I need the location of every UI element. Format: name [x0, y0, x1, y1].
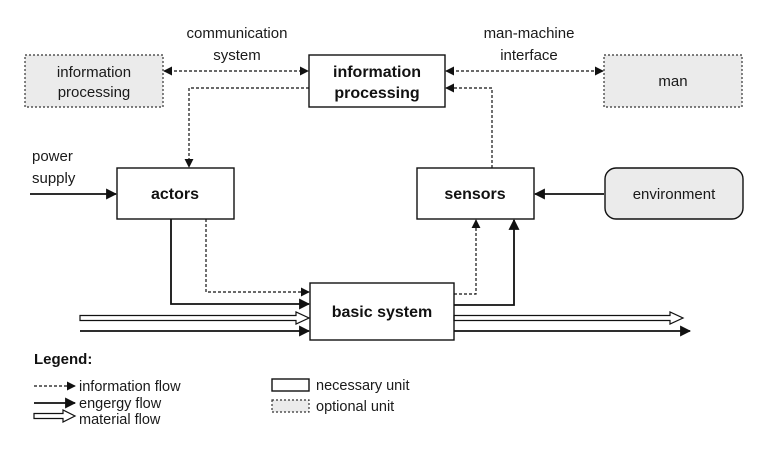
man-machine-interface-label-line2: interface [500, 47, 558, 64]
man-box: man [603, 54, 743, 108]
environment-box: environment [604, 167, 744, 220]
legend-energy-flow-label: engergy flow [79, 396, 162, 412]
info-processing-optional-line1: information [57, 64, 131, 81]
legend-material-flow-label: material flow [79, 412, 161, 428]
communication-system-label-line2: system [213, 47, 261, 64]
energy-flow-basic-system-to-sensors [454, 218, 520, 306]
communication-system-label-line1: communication [187, 25, 288, 42]
legend-optional-unit-symbol [271, 399, 310, 413]
info-flow-to-actors [184, 87, 309, 168]
legend-information-flow-label: information flow [79, 379, 181, 395]
info-processing-optional-line2: processing [58, 84, 131, 101]
basic-system-label: basic system [332, 304, 433, 321]
sensors-box: sensors [416, 167, 535, 220]
info-flow-basic-system-to-sensors [454, 219, 481, 295]
info-flow-sensors-to-processing [445, 83, 493, 168]
info-processing-main-line1: information [333, 64, 421, 81]
basic-system-box: basic system [309, 282, 455, 341]
environment-label: environment [633, 186, 716, 203]
info-processing-optional-box: information processing [24, 54, 164, 108]
actors-box: actors [116, 167, 235, 220]
legend-necessary-unit-label: necessary unit [316, 378, 410, 394]
power-supply-label-line1: power [32, 148, 73, 165]
actors-label: actors [151, 186, 199, 203]
power-supply-label-line2: supply [32, 170, 76, 187]
legend-material-flow-symbol [33, 409, 77, 423]
legend-title: Legend: [34, 351, 92, 368]
material-flow-out-of-basic-system [453, 311, 685, 325]
legend-optional-unit-label: optional unit [316, 399, 394, 415]
energy-flow-actors-to-basic-system [170, 219, 311, 310]
material-flow-into-basic-system [79, 311, 311, 325]
sensors-label: sensors [444, 186, 505, 203]
man-label: man [658, 73, 687, 90]
man-machine-interface-label-line1: man-machine [484, 25, 575, 42]
legend-necessary-unit-symbol [271, 378, 310, 392]
info-processing-main-line2: processing [334, 85, 419, 102]
legend: Legend: information flow engergy flow ma… [33, 351, 410, 428]
info-flow-actors-to-basic-system [205, 219, 310, 297]
info-processing-main-box: information processing [308, 54, 446, 108]
